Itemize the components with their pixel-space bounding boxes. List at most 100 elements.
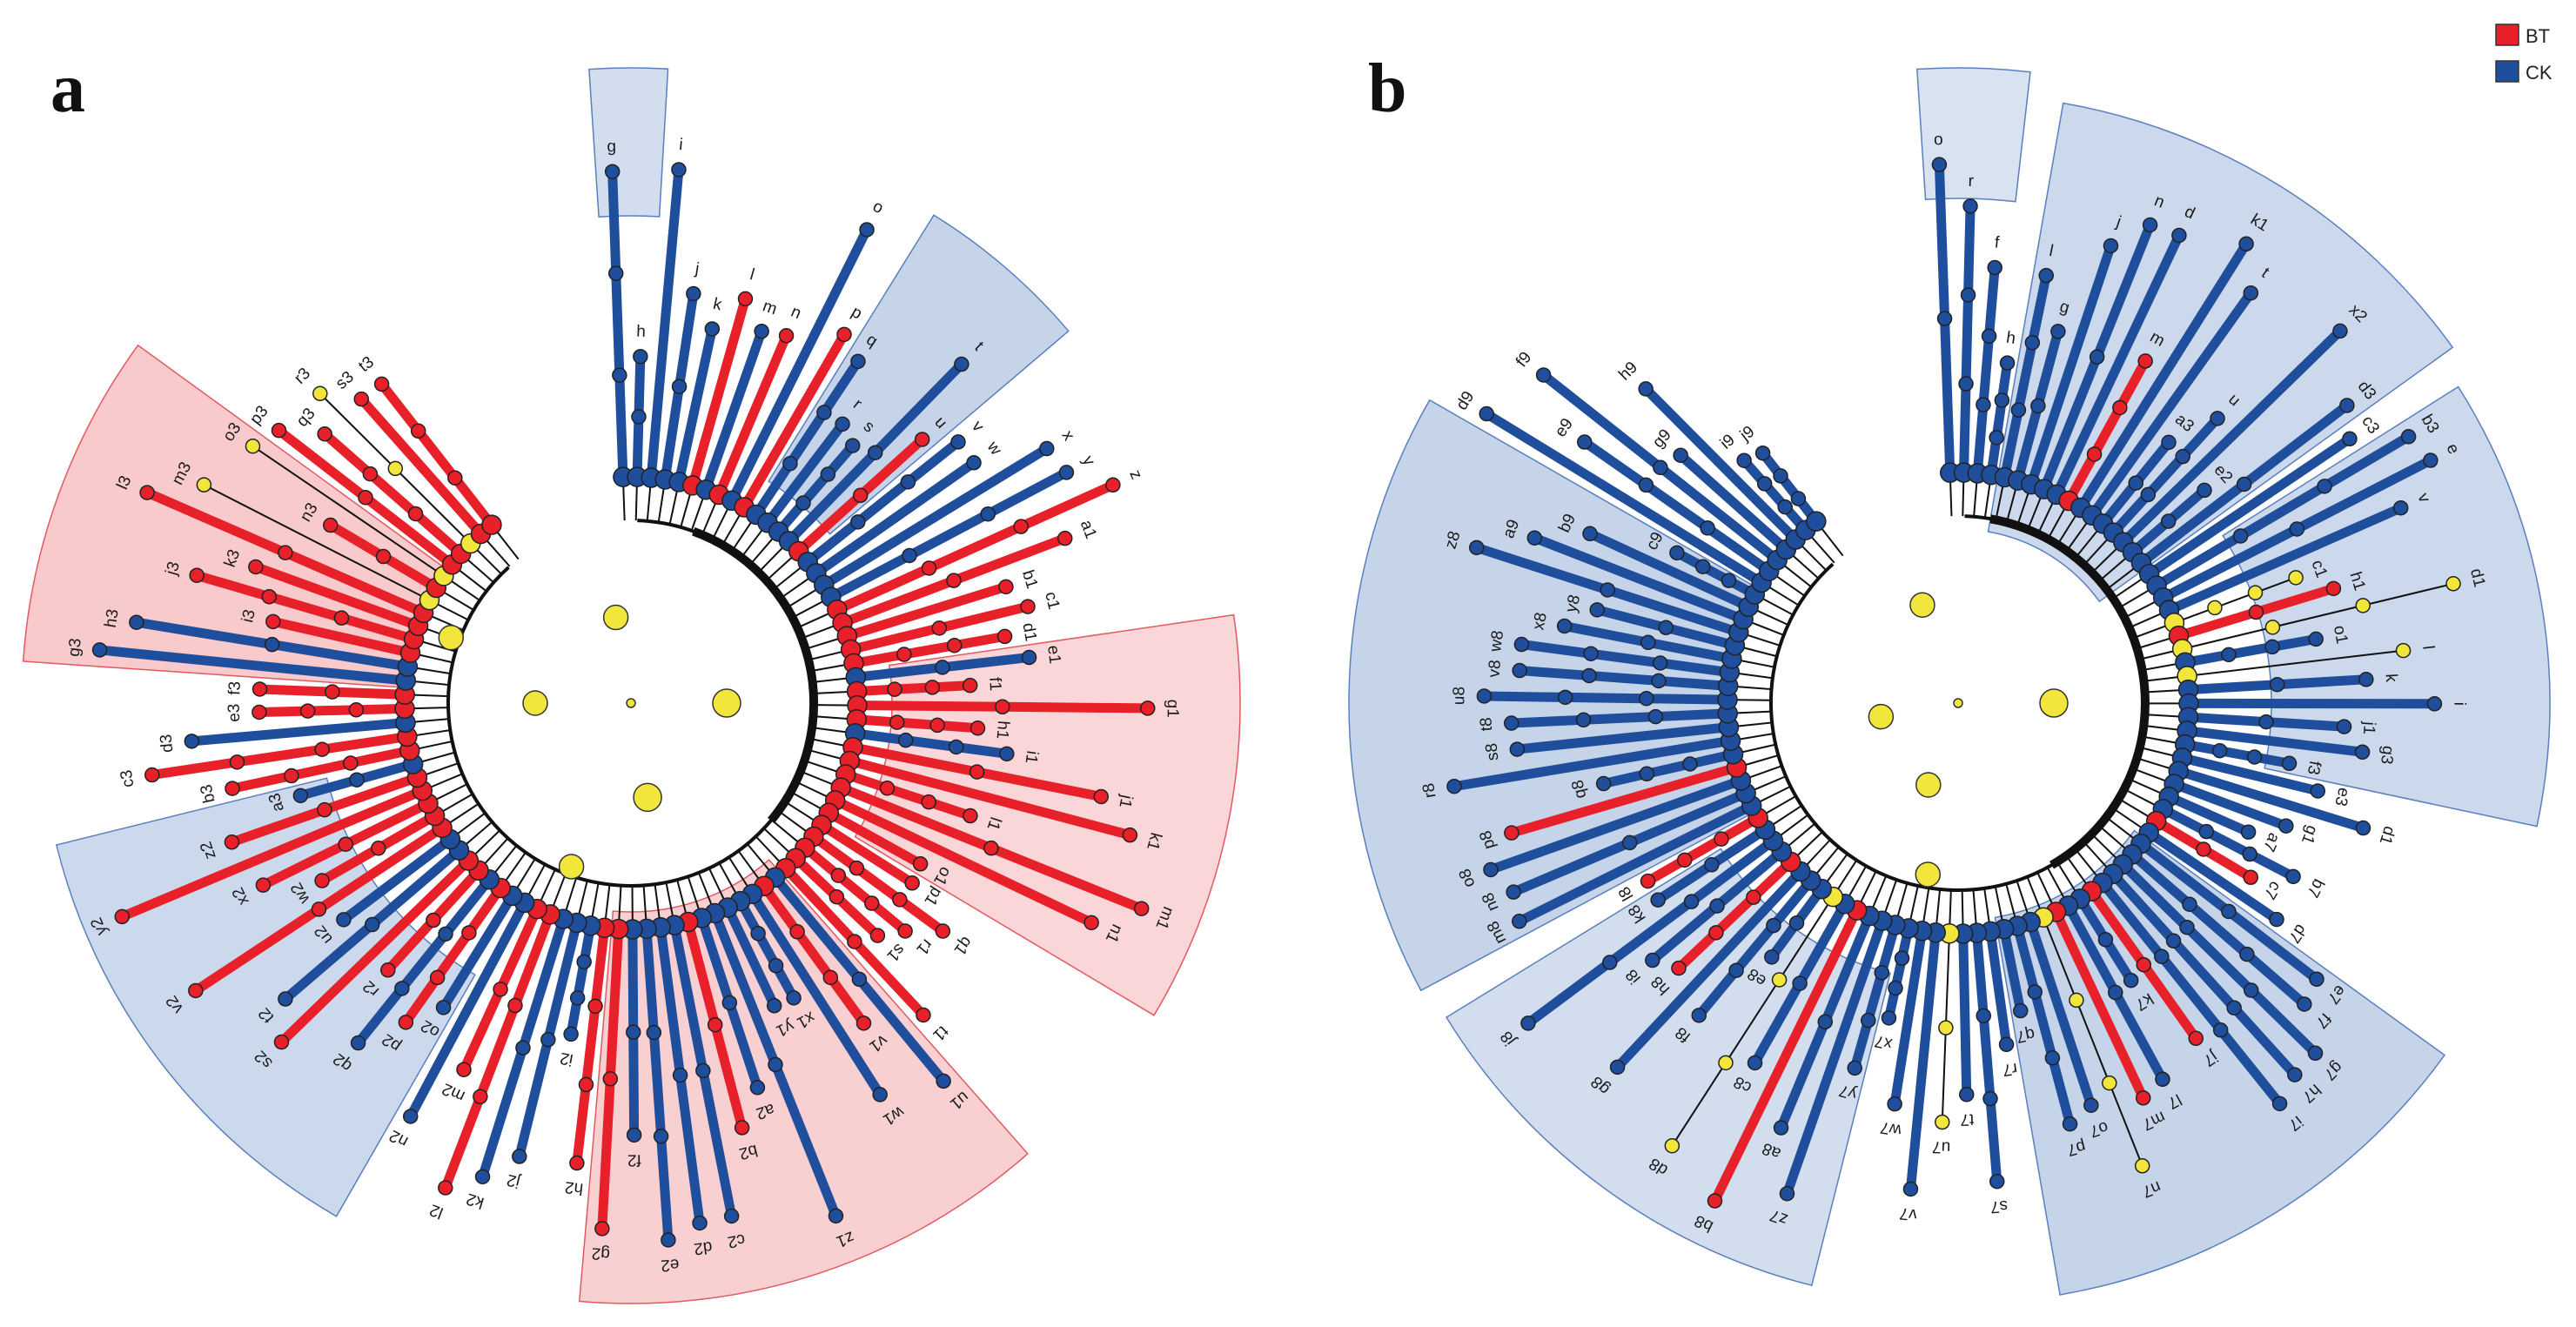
taxon-node bbox=[2089, 349, 2105, 365]
lineage-bar bbox=[319, 429, 466, 559]
lineage-bar bbox=[808, 831, 948, 936]
taxon-node bbox=[311, 901, 327, 917]
taxon-node bbox=[2198, 823, 2215, 840]
taxon-node bbox=[2240, 824, 2257, 840]
taxon-node bbox=[1535, 367, 1552, 383]
taxon-node bbox=[493, 982, 508, 997]
taxon-node bbox=[2044, 1050, 2061, 1066]
lineage-bar bbox=[774, 440, 858, 537]
taxon-node bbox=[900, 474, 916, 490]
taxon-node bbox=[299, 703, 316, 719]
taxon-node bbox=[1982, 1090, 1998, 1107]
leaf-label: g3 bbox=[65, 638, 85, 658]
taxon-node bbox=[1664, 1137, 1680, 1154]
lineage-bar bbox=[1758, 448, 1821, 526]
taxon-node bbox=[2182, 896, 2197, 912]
legend-label-bt: BT bbox=[2526, 25, 2550, 47]
taxon-node bbox=[1468, 540, 1485, 556]
taxon-node bbox=[2062, 1116, 2078, 1132]
lineage-bar bbox=[268, 616, 415, 658]
taxon-node bbox=[569, 990, 586, 1006]
lineage-bar bbox=[353, 875, 494, 1049]
leaf-label: r7 bbox=[2002, 1059, 2019, 1079]
taxon-node bbox=[1683, 894, 1700, 909]
leaf-label: d1 bbox=[1018, 621, 1039, 642]
lineage-bar bbox=[849, 631, 1010, 668]
leaf-label: u7 bbox=[1932, 1137, 1951, 1156]
leaf-label: a7 bbox=[2259, 830, 2284, 855]
taxon-node bbox=[435, 1000, 452, 1015]
lineage-bar bbox=[844, 755, 1135, 841]
taxon-node bbox=[1707, 1193, 1723, 1209]
lineage-bar bbox=[607, 166, 628, 482]
taxon-node bbox=[473, 1089, 488, 1105]
taxon-node bbox=[349, 772, 365, 787]
taxon-node bbox=[2142, 217, 2158, 233]
taxon-node bbox=[1958, 376, 1974, 392]
taxon-node bbox=[481, 514, 502, 535]
taxon-node bbox=[398, 1015, 414, 1030]
leaf-label: e9 bbox=[1552, 415, 1577, 440]
clade-highlight bbox=[588, 67, 669, 218]
taxon-node bbox=[1557, 689, 1573, 706]
taxon-node bbox=[1788, 915, 1805, 931]
taxon-node bbox=[358, 489, 373, 506]
taxon-node bbox=[855, 1015, 872, 1031]
taxon-node bbox=[402, 1109, 419, 1124]
taxon-node bbox=[1105, 477, 1121, 493]
taxon-node bbox=[371, 841, 386, 856]
taxon-node bbox=[2069, 992, 2084, 1009]
lineage-bar bbox=[1481, 409, 1767, 587]
lineage-bar bbox=[2169, 779, 2291, 831]
taxon-node bbox=[879, 781, 896, 796]
lineage-bar bbox=[252, 445, 445, 577]
leaf-label: j2 bbox=[505, 1170, 522, 1191]
taxon-node bbox=[2103, 238, 2119, 254]
clade-highlight bbox=[55, 777, 476, 1217]
taxon-node bbox=[1704, 857, 1720, 873]
leaf-label: i9 bbox=[1717, 431, 1739, 453]
taxon-node bbox=[461, 925, 477, 941]
taxon-node bbox=[1746, 889, 1761, 905]
taxon-node bbox=[847, 934, 862, 949]
taxon-node bbox=[646, 1024, 662, 1041]
leaf-label: i bbox=[2450, 702, 2468, 706]
taxon-node bbox=[995, 699, 1010, 715]
lineage-bar bbox=[572, 922, 610, 1169]
leaf-label: g9 bbox=[1649, 426, 1675, 452]
taxon-node bbox=[946, 573, 962, 588]
lineage-bar bbox=[2173, 576, 2298, 624]
taxon-node bbox=[604, 164, 621, 179]
lineage-bar bbox=[1613, 867, 1806, 1072]
leaf-label: o bbox=[869, 198, 886, 218]
lineage-bar bbox=[2163, 792, 2254, 837]
taxon-node bbox=[1694, 559, 1711, 574]
taxon-node bbox=[114, 908, 131, 925]
leaf-label: s8 bbox=[1483, 742, 1503, 761]
taxon-node bbox=[2171, 227, 2187, 244]
taxon-node bbox=[350, 1035, 366, 1051]
leaf-label: f2 bbox=[627, 1150, 641, 1169]
taxon-node bbox=[2175, 448, 2190, 465]
taxon-node bbox=[998, 579, 1014, 595]
taxon-node bbox=[1483, 861, 1499, 878]
taxon-node bbox=[144, 767, 160, 783]
taxon-node bbox=[188, 982, 204, 999]
taxon-node bbox=[284, 767, 299, 784]
lineage-bar bbox=[1883, 923, 1914, 1023]
taxon-node bbox=[2197, 482, 2212, 499]
taxon-node bbox=[265, 613, 281, 630]
leaf-label: k bbox=[2382, 674, 2401, 683]
taxon-node bbox=[429, 969, 446, 986]
lineage-bar bbox=[1640, 384, 1801, 545]
taxon-node bbox=[2342, 431, 2358, 447]
taxon-node bbox=[2154, 948, 2170, 964]
taxon-node bbox=[278, 991, 293, 1007]
taxon-node bbox=[507, 997, 523, 1014]
leaf-label: t8 bbox=[1477, 717, 1496, 732]
taxon-node bbox=[2135, 1090, 2151, 1106]
taxon-node bbox=[375, 548, 392, 565]
taxon-node bbox=[1083, 915, 1099, 931]
internal-node bbox=[1915, 772, 1942, 798]
